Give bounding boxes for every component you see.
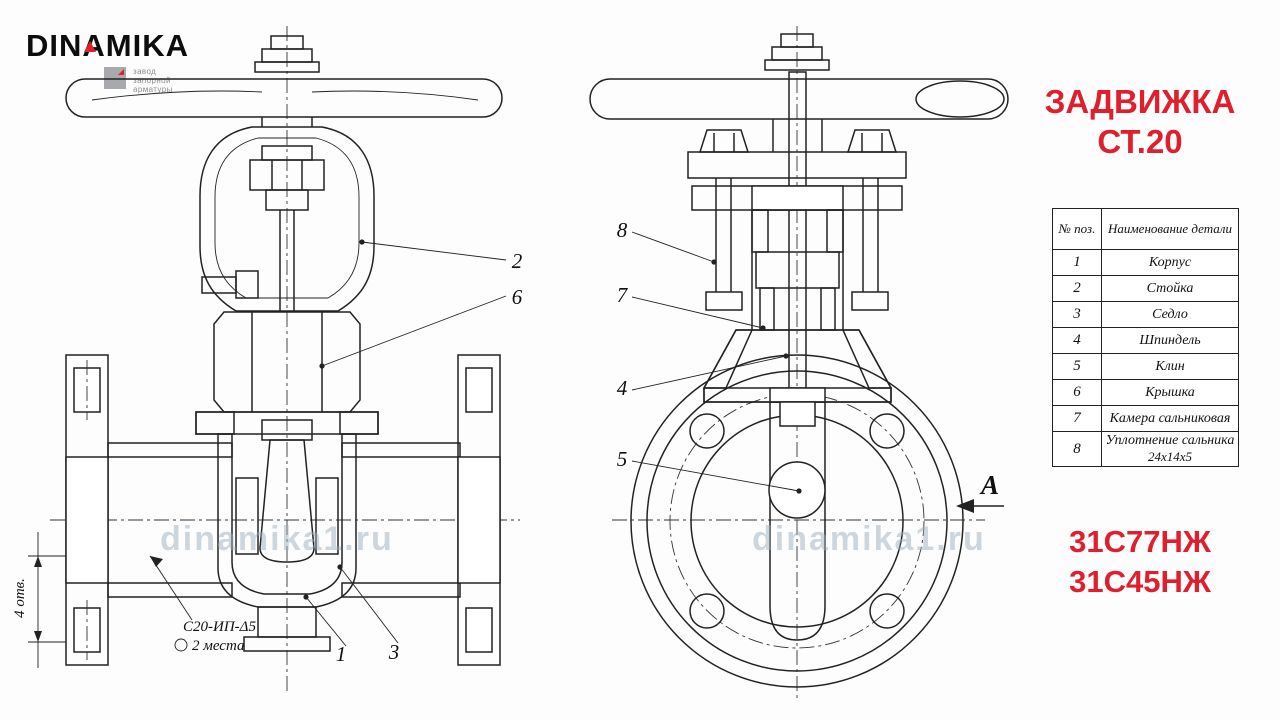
brand-logo: DINAMIKA завод запорной арматуры (26, 28, 189, 94)
holes-note: 4 отв. (12, 578, 28, 618)
table-row: 6 Крышка (1052, 379, 1239, 406)
logo-subtitle-line: арматуры (133, 85, 173, 94)
logo-triangle-icon (84, 41, 96, 52)
parts-table: № поз. Наименование детали 1 Корпус 2 Ст… (1052, 208, 1239, 467)
part-name: Корпус (1101, 249, 1239, 276)
handwheel-side (589, 78, 1009, 120)
part-pos: 5 (1052, 353, 1102, 380)
table-row: 1 Корпус (1052, 249, 1239, 276)
part-pos: 2 (1052, 275, 1102, 302)
drawing-title: ЗАДВИЖКА СТ.20 (1040, 82, 1240, 162)
col-header-pos: № поз. (1052, 208, 1102, 250)
watermarks: dinamika1.ru dinamika1.ru (160, 520, 986, 558)
col-header-name: Наименование детали (1101, 208, 1239, 250)
model-codes: 31С77НЖ 31С45НЖ (1040, 522, 1240, 602)
callout-7-stuffing-box: 7 (617, 283, 629, 307)
weld-note-2: 2 места (192, 638, 244, 654)
brand-name: DINAMIKA (26, 28, 189, 64)
part-name-line-2: 24х14х5 (1147, 449, 1193, 464)
part-pos: 7 (1052, 405, 1102, 432)
valve-body-circle (630, 354, 964, 688)
handwheel-front (65, 78, 503, 118)
table-row: 5 Клин (1052, 353, 1239, 380)
callout-1-body: 1 (336, 642, 347, 666)
model-code-1: 31С77НЖ (1069, 524, 1211, 559)
brand-text: DINAMIKA (26, 28, 189, 63)
part-name: Седло (1101, 301, 1239, 328)
part-name: Стойка (1101, 275, 1239, 302)
callout-6-bonnet: 6 (512, 285, 523, 309)
callout-5-wedge: 5 (617, 447, 628, 471)
packing-seal (755, 251, 840, 289)
view-label: А (979, 470, 999, 500)
spindle (788, 71, 807, 403)
table-row: 4 Шпиндель (1052, 327, 1239, 354)
table-header-row: № поз. Наименование детали (1052, 208, 1239, 250)
wedge (769, 401, 826, 641)
callout-8-packing: 8 (617, 218, 628, 242)
part-name: Камера сальниковая (1101, 405, 1239, 432)
table-row: 7 Камера сальниковая (1052, 405, 1239, 432)
watermark-left: dinamika1.ru (160, 520, 394, 558)
dimension-annotations: 4 отв. С20-ИП-Δ5 2 места (12, 532, 256, 668)
weld-note: С20-ИП-Δ5 (183, 619, 256, 635)
part-name: Крышка (1101, 379, 1239, 406)
title-line-2: СТ.20 (1097, 123, 1183, 160)
part-name: Уплотнение сальника 24х14х5 (1101, 431, 1239, 467)
logo-subtitle-line: завод (133, 67, 157, 76)
callouts: 2 6 1 3 8 7 4 5 (303, 218, 802, 666)
part-pos: 4 (1052, 327, 1102, 354)
callout-4-spindle: 4 (617, 376, 628, 400)
table-row: 3 Седло (1052, 301, 1239, 328)
part-name: Шпиндель (1101, 327, 1239, 354)
stuffing-box (751, 209, 844, 331)
table-row: 8 Уплотнение сальника 24х14х5 (1052, 431, 1239, 467)
title-line-1: ЗАДВИЖКА (1044, 83, 1236, 120)
watermark-right: dinamika1.ru (752, 520, 986, 558)
logo-subtitle-text: завод запорной арматуры (133, 67, 173, 94)
logo-subtitle: завод запорной арматуры (104, 67, 189, 94)
part-name-line-1: Уплотнение сальника (1105, 433, 1235, 448)
logo-subtitle-line: запорной (133, 76, 171, 85)
part-name: Клин (1101, 353, 1239, 380)
model-code-2: 31С45НЖ (1069, 564, 1211, 599)
part-pos: 1 (1052, 249, 1102, 276)
part-pos: 3 (1052, 301, 1102, 328)
side-section-view: А (589, 26, 1009, 700)
part-pos: 8 (1052, 431, 1102, 467)
callout-2-yoke: 2 (512, 249, 523, 273)
part-pos: 6 (1052, 379, 1102, 406)
callout-3-seat: 3 (388, 640, 400, 664)
valve-technical-drawing: А 2 6 1 3 8 7 4 5 (12, 26, 1009, 700)
logo-square-icon (104, 67, 126, 89)
front-section-view (50, 26, 520, 692)
table-row: 2 Стойка (1052, 275, 1239, 302)
